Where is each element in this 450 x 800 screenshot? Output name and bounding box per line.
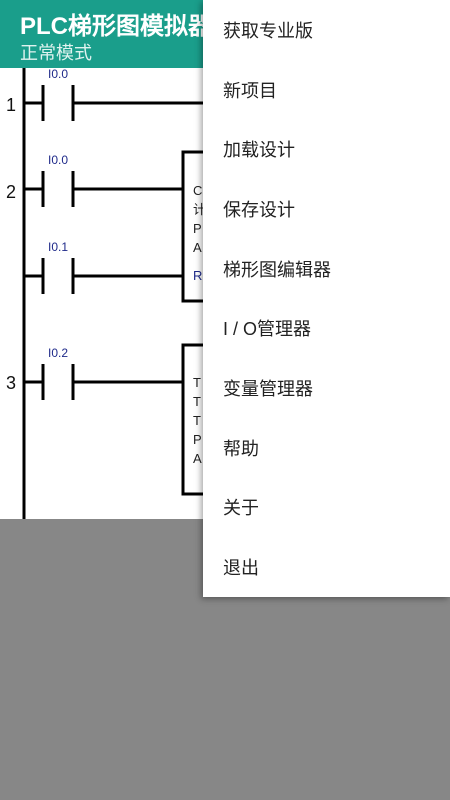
contact-label: I0.1 (48, 240, 68, 254)
block-text: P (193, 432, 202, 447)
block-text: 计 (193, 202, 206, 217)
contact-label: I0.2 (48, 346, 68, 360)
overflow-menu: 获取专业版 新项目 加载设计 保存设计 梯形图编辑器 I / O管理器 变量管理… (203, 0, 450, 597)
menu-item-about[interactable]: 关于 (223, 498, 259, 519)
menu-item-load-design[interactable]: 加载设计 (223, 140, 295, 161)
app-title: PLC梯形图模拟器 (20, 13, 212, 40)
menu-item-get-pro[interactable]: 获取专业版 (223, 20, 313, 41)
menu-item-variable-manager[interactable]: 变量管理器 (223, 378, 313, 399)
rung-number: 1 (6, 95, 16, 115)
menu-item-ladder-editor[interactable]: 梯形图编辑器 (223, 259, 331, 280)
block-text: P (193, 221, 202, 236)
block-text: T (193, 375, 201, 390)
menu-item-exit[interactable]: 退出 (223, 558, 259, 579)
ladder-diagram[interactable]: 1 I0.0 2 I0.0 I0.1 C 计 P A R 3 I0.2 T (0, 68, 450, 519)
function-block (181, 343, 203, 496)
block-text: R (193, 268, 202, 283)
function-block (181, 150, 203, 303)
menu-item-io-manager[interactable]: I / O管理器 (223, 319, 312, 340)
mode-subtitle: 正常模式 (20, 43, 92, 63)
contact-label: I0.0 (48, 68, 68, 81)
block-text: A (193, 451, 202, 466)
rung-number: 2 (6, 182, 16, 202)
menu-item-help[interactable]: 帮助 (223, 438, 259, 459)
menu-item-new-project[interactable]: 新项目 (223, 80, 277, 101)
rung-number: 3 (6, 373, 16, 393)
block-text: C (193, 183, 202, 198)
menu-item-save-design[interactable]: 保存设计 (223, 199, 295, 220)
contact-label: I0.0 (48, 153, 68, 167)
block-text: T (193, 394, 201, 409)
block-text: T (193, 413, 201, 428)
block-text: A (193, 240, 202, 255)
